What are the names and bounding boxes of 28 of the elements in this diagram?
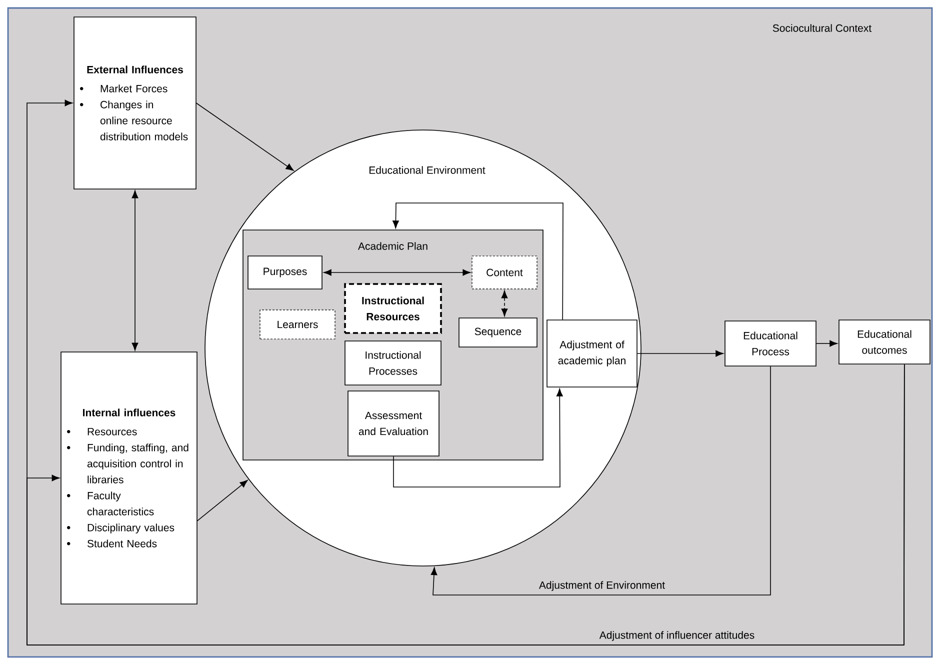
arrow (132, 190, 138, 351)
arrow (816, 340, 838, 347)
arrow (637, 350, 724, 357)
arrow (196, 480, 248, 522)
process-box: Assessment and Evaluation (348, 390, 440, 456)
arrow (26, 100, 905, 646)
arrow (501, 290, 508, 316)
process-box: Educational outcomes (838, 320, 930, 364)
edge-label: Adjustment of influencer attitudes (598, 630, 756, 642)
process-box: Purposes (248, 256, 322, 290)
process-box: Educational Process (724, 320, 816, 366)
influence-box: Internal influences Resources Funding, staffing, and acquisition control in libraries Faculty characteristics Disciplinary values Student Needs (60, 352, 198, 604)
arrow (196, 102, 294, 171)
process-box: Instructional Processes (344, 340, 442, 386)
process-box: Sequence (458, 318, 538, 348)
plan-label: Academic Plan (358, 242, 428, 250)
arrow (393, 388, 563, 488)
arrow (430, 366, 771, 596)
dashed-box: Content (472, 256, 538, 290)
arrow (324, 269, 470, 276)
environment-label: Educational Environment (370, 166, 486, 174)
arrow (392, 202, 564, 320)
process-box: Adjustment of academic plan (546, 320, 638, 388)
dashed-box: Instructional Resources (344, 283, 442, 334)
context-label: Sociocultural Context (772, 24, 872, 32)
dashed-box: Learners (260, 310, 336, 340)
edge-label: Adjustment of Environment (538, 580, 666, 592)
influence-box: External Influences Market Forces Changes in online resource distribution models (74, 16, 196, 190)
